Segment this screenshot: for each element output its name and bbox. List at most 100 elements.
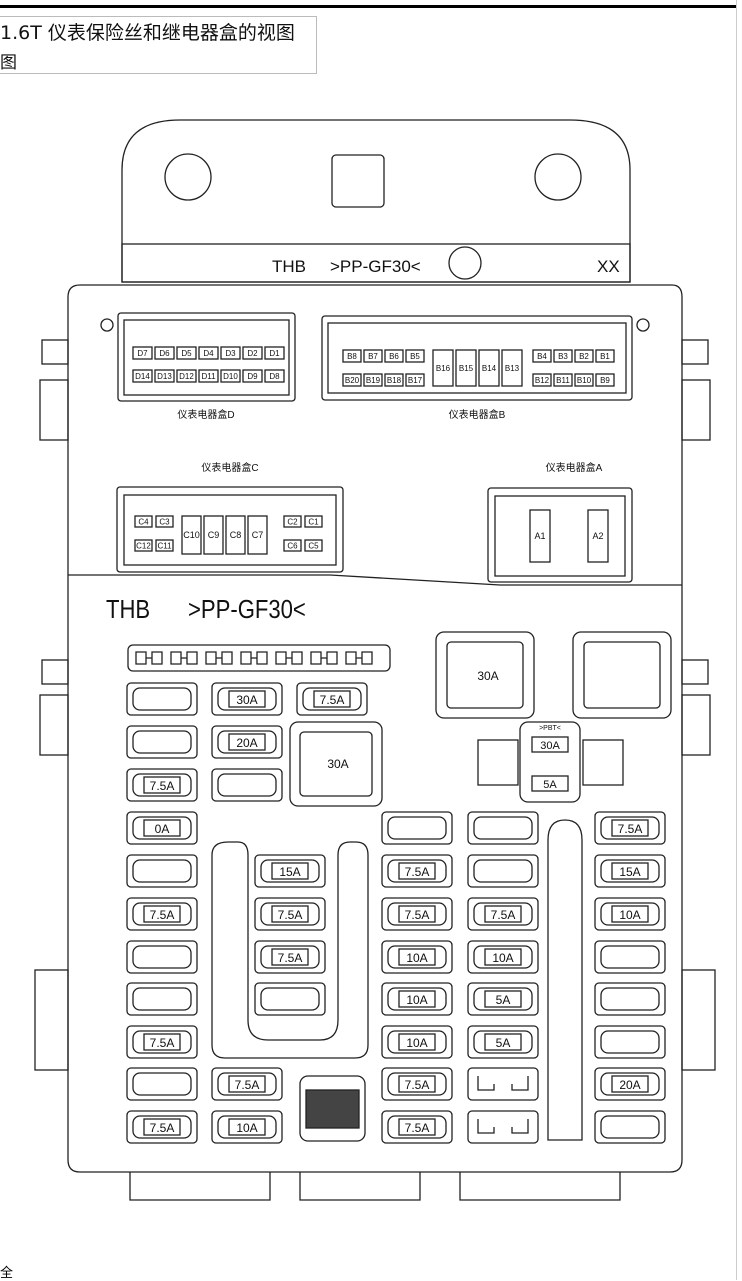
svg-text:D11: D11 (201, 372, 216, 381)
fuse-rating: 20A (236, 736, 257, 750)
fuse[interactable]: 7.5A (381, 897, 453, 931)
svg-text:30A: 30A (540, 740, 560, 752)
fuse[interactable]: 10A (467, 940, 539, 974)
fuse[interactable]: 30A (211, 682, 283, 716)
bracket-hole (448, 246, 482, 280)
fuse[interactable]: 7.5A (594, 811, 666, 845)
svg-text:B15: B15 (459, 364, 474, 373)
fuse[interactable] (211, 768, 283, 802)
fuse[interactable]: 7.5A (126, 1025, 198, 1059)
scrollbar[interactable] (736, 0, 742, 1280)
pin-d12: D12 (176, 369, 197, 383)
spare-fuse-strip (127, 644, 391, 672)
fuse[interactable] (126, 682, 198, 716)
pin-b16: B16 (432, 349, 454, 387)
pin-b5: B5 (405, 349, 425, 363)
fuse[interactable]: 20A (211, 725, 283, 759)
fuse[interactable]: 7.5A (296, 682, 368, 716)
svg-text:B5: B5 (410, 352, 420, 361)
fuse[interactable] (594, 982, 666, 1016)
pin-c3: C3 (155, 515, 174, 528)
footer-text: 全 (0, 1266, 14, 1281)
fuse-rating: 7.5A (405, 1078, 430, 1092)
pin-c11: C11 (155, 539, 174, 552)
pin-d13: D13 (154, 369, 175, 383)
locator-hole (100, 318, 114, 332)
fuse[interactable]: 10A (381, 982, 453, 1016)
svg-text:C5: C5 (308, 541, 319, 550)
fuse[interactable] (126, 725, 198, 759)
fuse[interactable]: 7.5A (381, 1110, 453, 1144)
fuse-rating: 7.5A (320, 693, 345, 707)
pin-b13: B13 (501, 349, 523, 387)
pin-d3: D3 (220, 346, 241, 360)
fuse[interactable]: 15A (594, 854, 666, 888)
fuse[interactable] (467, 811, 539, 845)
svg-text:A2: A2 (592, 531, 603, 541)
fuse[interactable] (126, 982, 198, 1016)
fuse[interactable] (126, 940, 198, 974)
pin-b12: B12 (532, 373, 552, 387)
fuse[interactable]: 10A (594, 897, 666, 931)
relay-mid: 30A (289, 721, 383, 807)
fuse[interactable]: 7.5A (467, 897, 539, 931)
fuse[interactable] (594, 940, 666, 974)
svg-text:D5: D5 (181, 349, 192, 358)
svg-text:C10: C10 (183, 530, 200, 540)
fuse-rating: 10A (406, 993, 427, 1007)
svg-text:D6: D6 (159, 349, 170, 358)
fuse[interactable]: 10A (381, 1025, 453, 1059)
fuse[interactable] (467, 854, 539, 888)
svg-text:B16: B16 (436, 364, 451, 373)
svg-text:B9: B9 (600, 376, 610, 385)
fuse[interactable]: 7.5A (126, 768, 198, 802)
svg-text:C4: C4 (138, 517, 149, 526)
pin-c10: C10 (181, 515, 202, 555)
spare-fuse-slot (135, 651, 163, 665)
svg-text:B14: B14 (482, 364, 497, 373)
svg-text:C12: C12 (136, 541, 151, 550)
connector-d-label: 仪表电器盒D (177, 408, 234, 421)
fuse-rating: 10A (236, 1121, 257, 1135)
fuse[interactable]: 7.5A (126, 897, 198, 931)
fuse[interactable]: 0A (126, 811, 198, 845)
locator-hole (636, 318, 650, 332)
connector-d-inner (123, 319, 290, 396)
bracket-part: >PP-GF30< (330, 257, 421, 276)
pin-b2: B2 (574, 349, 594, 363)
fuse[interactable]: 15A (254, 854, 326, 888)
fuse[interactable]: 7.5A (211, 1067, 283, 1101)
fuse[interactable] (126, 1067, 198, 1101)
fuse[interactable]: 7.5A (126, 1110, 198, 1144)
fuse[interactable] (594, 1025, 666, 1059)
fuse-rating: 7.5A (235, 1078, 260, 1092)
fuse[interactable]: 10A (381, 940, 453, 974)
fuse[interactable]: 5A (467, 1025, 539, 1059)
body-brand: THB (106, 595, 150, 624)
pin-c12: C12 (134, 539, 153, 552)
svg-text:C7: C7 (252, 530, 264, 540)
fuse[interactable]: 20A (594, 1067, 666, 1101)
fuse[interactable]: 7.5A (381, 854, 453, 888)
spare-fuse-slot (240, 651, 268, 665)
body-part: >PP-GF30< (188, 595, 306, 624)
fuse[interactable] (594, 1110, 666, 1144)
fuse[interactable] (126, 854, 198, 888)
fuse[interactable] (381, 811, 453, 845)
fuse[interactable]: 5A (467, 982, 539, 1016)
fuse-rating: 7.5A (278, 908, 303, 922)
svg-text:C6: C6 (287, 541, 298, 550)
spare-fuse-slot (345, 651, 373, 665)
fuse[interactable] (254, 982, 326, 1016)
fuse[interactable]: 7.5A (254, 897, 326, 931)
fuse[interactable]: 7.5A (381, 1067, 453, 1101)
fuse-clip-slot (467, 1067, 539, 1101)
pin-c8: C8 (225, 515, 246, 555)
svg-text:D8: D8 (269, 372, 280, 381)
bracket-band (121, 243, 631, 283)
spare-fuse-slots (135, 651, 373, 665)
fuse[interactable]: 10A (211, 1110, 283, 1144)
fuse[interactable]: 7.5A (254, 940, 326, 974)
